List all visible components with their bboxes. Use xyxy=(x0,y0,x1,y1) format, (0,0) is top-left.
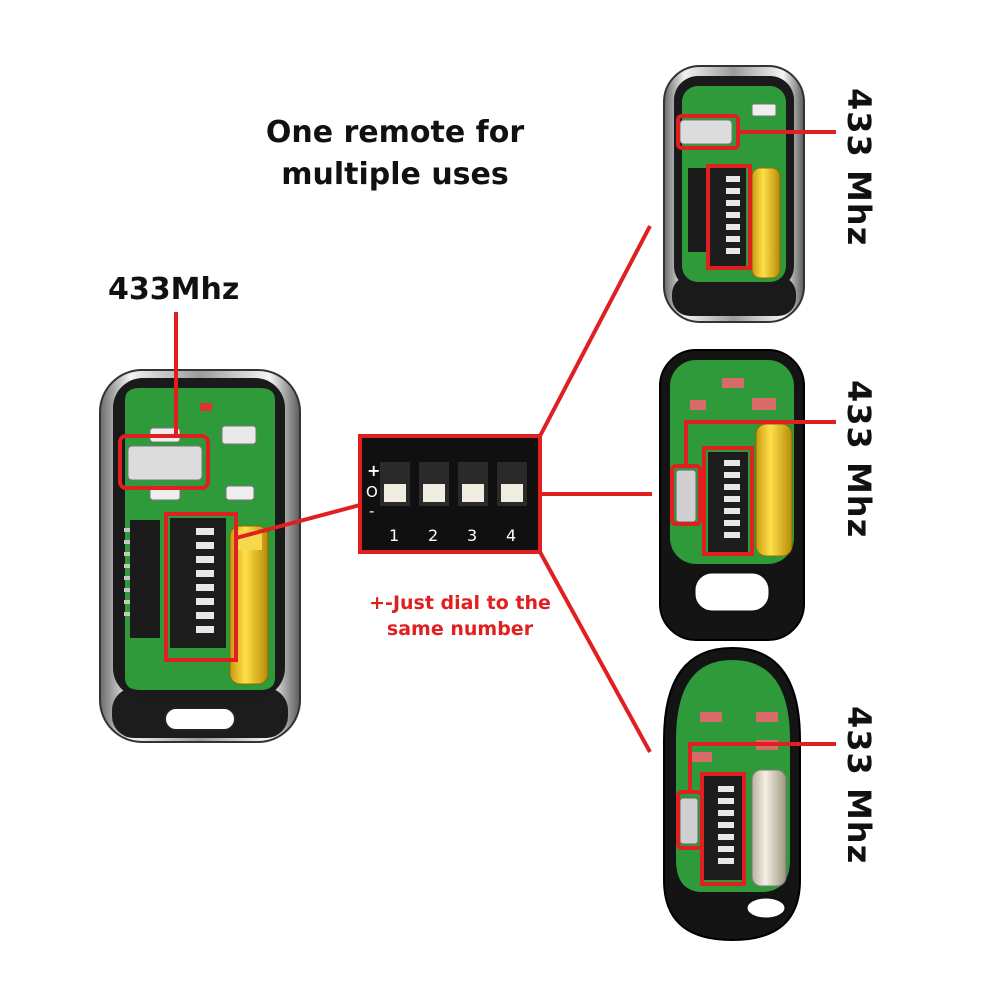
frequency-label-bottom-remote: 433 Mhz xyxy=(840,706,878,865)
keyring-hole xyxy=(164,707,236,731)
instruction-line-1: +-Just dial to the xyxy=(369,592,551,614)
frequency-label-top-remote: 433 Mhz xyxy=(840,88,878,247)
dip-symbol-minus: - xyxy=(369,502,374,520)
remote-top xyxy=(663,65,836,323)
headline-line-2: multiple uses xyxy=(281,157,509,192)
connector-lines xyxy=(235,225,652,753)
remote-middle xyxy=(659,349,836,641)
antenna-highlight xyxy=(118,434,210,490)
headline-line-1: One remote for xyxy=(265,115,525,150)
dip-number-2: 2 xyxy=(428,526,438,545)
instruction-line-2: same number xyxy=(386,618,534,640)
frequency-label-main: 433Mhz xyxy=(108,272,240,307)
dip-number-1: 1 xyxy=(389,526,399,545)
dip-highlight-main xyxy=(164,512,238,662)
dip-number-4: 4 xyxy=(506,526,516,545)
dip-symbol-plus: + xyxy=(367,461,380,480)
frequency-label-middle-remote: 433 Mhz xyxy=(840,380,878,539)
keyring-hole-bottom xyxy=(744,895,788,921)
keyring-hole-middle xyxy=(692,570,772,614)
headline: One remote for multiple uses xyxy=(220,112,570,196)
dip-switch-zoom: + O - 1 2 3 4 xyxy=(358,434,542,554)
main-remote xyxy=(99,312,301,743)
instruction-text: +-Just dial to the same number xyxy=(330,590,590,642)
remote-bottom xyxy=(663,646,836,942)
dip-symbol-off: O xyxy=(366,483,378,501)
dip-number-3: 3 xyxy=(467,526,477,545)
